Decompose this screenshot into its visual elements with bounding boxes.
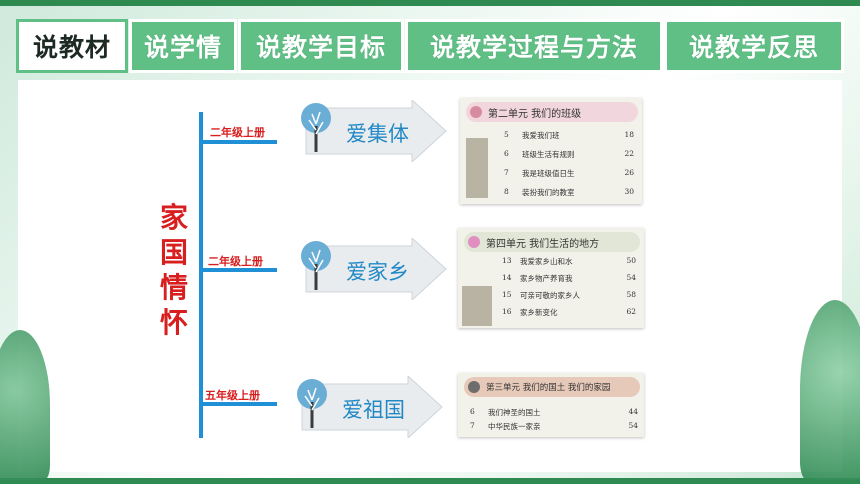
unit-title: 第三单元 我们的国土 我们的家园 [486,383,611,393]
branch-line-1 [199,140,277,144]
theme-arrow-1: 爱集体 [300,100,448,162]
unit-title: 第二单元 我们的班级 [488,108,582,120]
unit-header: 第三单元 我们的国土 我们的家园 [464,377,640,397]
bottom-stripe [0,478,860,484]
tree-icon [301,241,331,290]
theme-arrow-2: 爱家乡 [300,238,448,300]
top-stripe [0,0,860,6]
grade-label-2: 二年级上册 [208,255,263,268]
branch-line-2 [199,268,277,272]
grade-label-1: 二年级上册 [210,126,265,139]
building-illustration [462,286,492,326]
plant-decoration-left [0,330,50,480]
tree-title: 家国情怀 [159,201,188,339]
tree-trunk-line [199,112,203,438]
tab-teaching-objectives[interactable]: 说教学目标 [238,19,404,73]
tree-icon [301,103,331,152]
theme-label-1: 爱集体 [346,122,409,146]
tab-teaching-reflection[interactable]: 说教学反思 [664,19,844,73]
grade-label-3: 五年级上册 [205,389,260,402]
building-illustration [466,138,488,198]
unit-header: 第四单元 我们生活的地方 [464,232,640,252]
theme-arrow-3: 爱祖国 [296,376,444,438]
branch-line-3 [199,402,277,406]
unit-header: 第二单元 我们的班级 [466,102,638,122]
tab-teaching-materials[interactable]: 说教材 [16,19,128,73]
theme-label-3: 爱祖国 [342,398,405,422]
plant-decoration-right [800,300,860,480]
tab-student-analysis[interactable]: 说学情 [129,19,237,73]
theme-label-2: 爱家乡 [346,260,409,284]
unit-title: 第四单元 我们生活的地方 [486,238,600,250]
tree-icon [297,379,327,428]
tab-teaching-process-methods[interactable]: 说教学过程与方法 [405,19,663,73]
